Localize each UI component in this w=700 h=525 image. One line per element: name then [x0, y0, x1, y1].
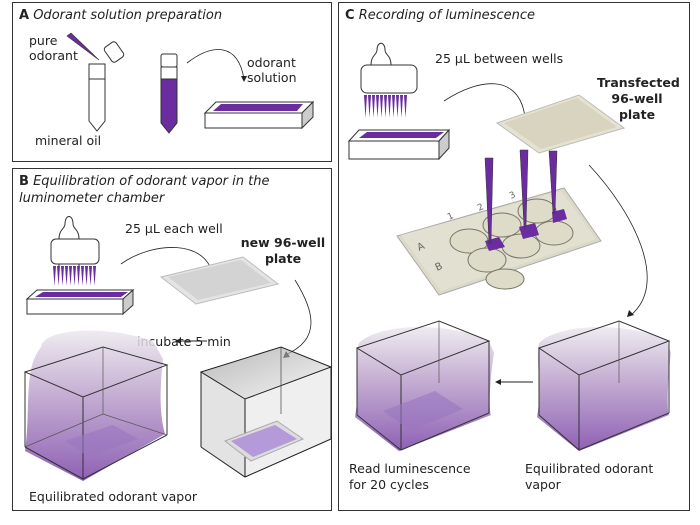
equil-label-1: Equilibrated odorant — [525, 461, 654, 476]
panel-c: C Recording of luminescence 25 µL betwee… — [338, 2, 690, 511]
arrow-icon — [186, 49, 245, 80]
luminometer-chamber-vapor-icon — [23, 330, 169, 481]
luminometer-chamber-reading-icon — [355, 320, 494, 451]
left-arrow-icon — [495, 379, 501, 385]
plate-label-2: 96-well — [611, 91, 663, 106]
arrow-icon — [284, 279, 312, 356]
odorant-label: odorant — [29, 48, 78, 63]
col-2-label: 2 — [476, 202, 485, 213]
equil-label-2: vapor — [525, 477, 561, 492]
left-arrow-icon — [175, 338, 181, 344]
arrow-icon — [443, 83, 526, 118]
panel-c-title: C Recording of luminescence — [345, 8, 535, 23]
odorant-tube-icon — [160, 53, 178, 134]
panel-a-illustration — [66, 32, 315, 134]
read-label-2: for 20 cycles — [349, 477, 429, 492]
pipette-tip-icon — [66, 32, 100, 61]
luminometer-chamber-icon — [199, 346, 333, 478]
plate-label-3: plate — [618, 107, 656, 122]
volume-label: 25 µL each well — [125, 221, 223, 236]
panel-a-title: A Odorant solution preparation — [19, 8, 223, 23]
mineral-oil-tube-icon — [88, 63, 106, 132]
plate-label-1: new 96-well — [240, 235, 326, 250]
col-1-label: 1 — [446, 211, 455, 222]
odorant-solution-label-1: odorant — [247, 55, 296, 70]
plate-label-1: Transfected — [597, 75, 680, 90]
mineral-oil-label: mineral oil — [35, 133, 102, 148]
panel-a: A Odorant solution preparation pure odor… — [12, 2, 332, 162]
row-b-label: B — [434, 261, 445, 274]
new-96-well-plate-icon — [159, 256, 280, 305]
col-3-label: 3 — [508, 190, 517, 201]
well-plate-closeup-icon: A B 1 2 3 — [396, 187, 602, 296]
tube-cap-icon — [103, 41, 125, 63]
panel-c-illustration: A B 1 2 3 — [347, 42, 671, 451]
odorant-solution-label-2: solution — [247, 70, 297, 85]
reservoir-icon — [25, 288, 135, 316]
panel-b-illustration — [23, 216, 333, 481]
volume-label: 25 µL between wells — [435, 51, 564, 66]
reservoir-icon — [347, 128, 451, 161]
pipette-tips-icon — [484, 149, 558, 244]
luminometer-chamber-vapor-icon — [537, 320, 671, 451]
transfected-96-well-plate-icon — [495, 94, 626, 154]
reservoir-icon — [203, 100, 315, 130]
plate-label-2: plate — [264, 251, 302, 266]
read-label-1: Read luminescence — [349, 461, 471, 476]
equilibrated-label: Equilibrated odorant vapor — [29, 489, 198, 504]
multichannel-pipette-icon — [50, 216, 100, 286]
multichannel-pipette-icon — [360, 42, 418, 118]
panel-b-title: B Equilibration of odorant vapor in the … — [19, 174, 270, 206]
row-a-label: A — [416, 241, 427, 254]
pure-label: pure — [29, 33, 58, 48]
arrow-icon — [588, 164, 648, 316]
panel-b: B Equilibration of odorant vapor in the … — [12, 168, 333, 511]
